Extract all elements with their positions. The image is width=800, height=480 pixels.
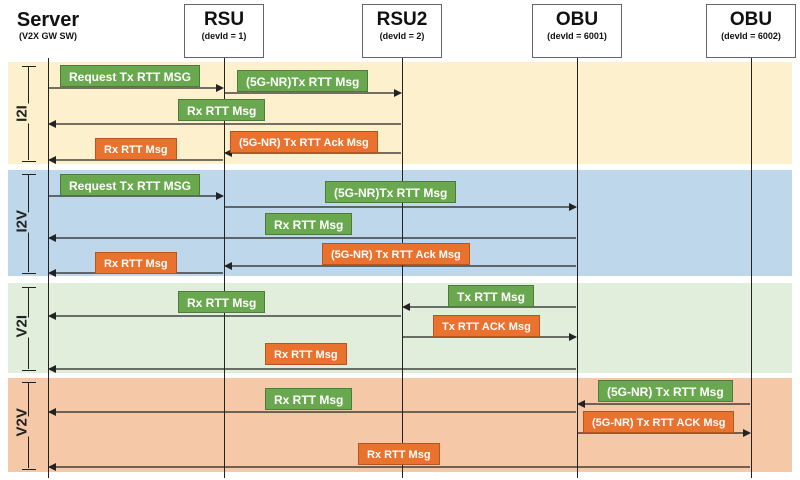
entity-name: Server	[16, 9, 80, 31]
entity-subtitle: (devId = 6001)	[547, 31, 607, 41]
entity-obu-6001: OBU (devId = 6001)	[532, 4, 622, 58]
lifeline-obu-6001	[577, 58, 578, 478]
msg-5gnr-ack-i2v: (5G-NR) Tx RTT Ack Msg	[322, 243, 470, 265]
msg-rx-i2i: Rx RTT Msg	[178, 99, 266, 121]
msg-tx-v2i: Tx RTT Msg	[448, 285, 534, 307]
lifeline-obu-6002	[751, 58, 752, 478]
msg-rx-i2v: Rx RTT Msg	[265, 213, 353, 235]
entity-subtitle: (devId = 1)	[201, 31, 247, 41]
entity-name: RSU	[203, 9, 245, 30]
msg-request-tx-i2i: Request Tx RTT MSG	[60, 65, 201, 87]
entity-server: Server (V2X GW SW)	[3, 4, 93, 58]
msg-rx2-v2i: Rx RTT Msg	[265, 343, 347, 365]
entity-subtitle: (V2X GW SW)	[19, 31, 77, 41]
lifeline-rsu2	[402, 58, 403, 478]
entity-rsu: RSU (devId = 1)	[184, 4, 264, 58]
msg-ack-v2i: Tx RTT ACK Msg	[433, 315, 540, 337]
msg-5gnr-ack-v2v: (5G-NR) Tx RTT ACK Msg	[583, 411, 735, 433]
msg-5gnr-ack-i2i: (5G-NR) Tx RTT Ack Msg	[230, 131, 378, 153]
phase-bracket-v2v	[22, 382, 36, 470]
msg-5gnr-tx-v2v: (5G-NR) Tx RTT Msg	[598, 380, 733, 402]
msg-rx-v2v: Rx RTT Msg	[265, 388, 353, 410]
entity-obu-6002: OBU (devId = 6002)	[706, 4, 796, 58]
msg-rx2-v2v: Rx RTT Msg	[358, 443, 440, 465]
phase-band-v2i	[8, 283, 792, 373]
msg-5gnr-tx-i2v: (5G-NR)Tx RTT Msg	[325, 181, 457, 203]
phase-bracket-i2i	[22, 66, 36, 162]
phase-bracket-i2v	[22, 174, 36, 274]
entity-name: OBU	[729, 9, 773, 30]
phase-bracket-v2i	[22, 287, 36, 371]
entity-subtitle: (devId = 6002)	[721, 31, 781, 41]
msg-request-tx-i2v: Request Tx RTT MSG	[60, 174, 201, 196]
entity-rsu2: RSU2 (devId = 2)	[362, 4, 442, 58]
msg-rx-v2i: Rx RTT Msg	[178, 291, 266, 313]
msg-rx2-i2i: Rx RTT Msg	[95, 138, 177, 160]
entity-name: RSU2	[376, 9, 428, 30]
entity-name: OBU	[555, 9, 599, 30]
lifeline-server	[48, 58, 49, 478]
msg-5gnr-tx-i2i: (5G-NR)Tx RTT Msg	[237, 70, 369, 92]
msg-rx2-i2v: Rx RTT Msg	[95, 252, 177, 274]
entity-subtitle: (devId = 2)	[379, 31, 425, 41]
